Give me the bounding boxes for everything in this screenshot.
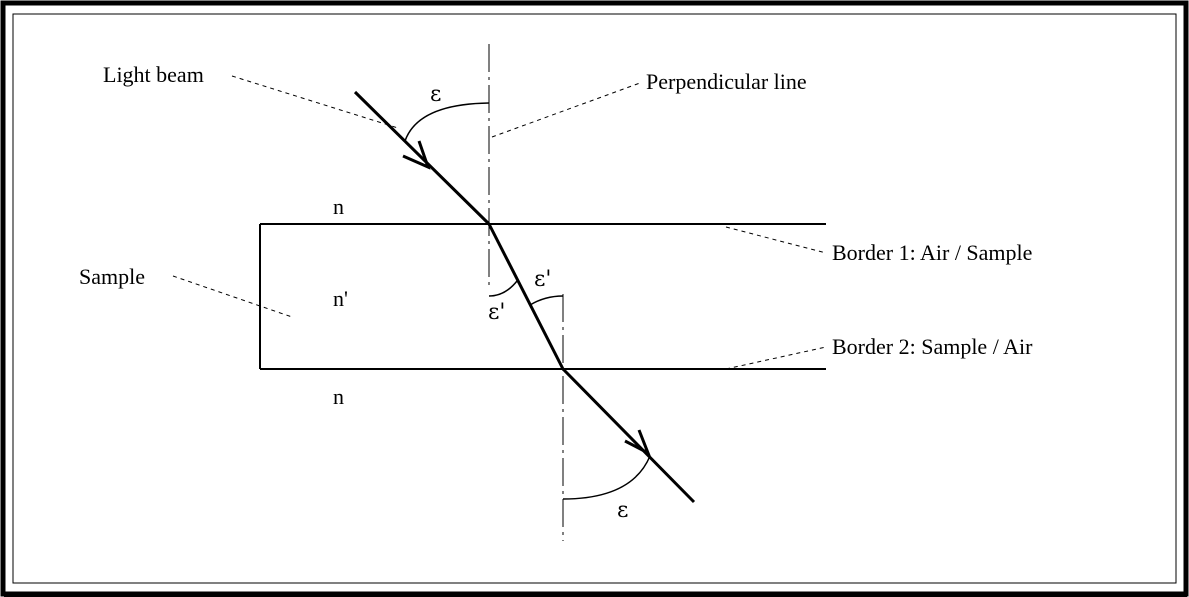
label-epsilon-prime-2: ε' xyxy=(534,267,551,292)
label-epsilon-prime-1: ε' xyxy=(488,300,505,325)
light-beam-refracted xyxy=(487,223,565,370)
leader-sample xyxy=(172,275,293,318)
leader-light-beam xyxy=(231,75,399,129)
angle-arc-epsilon-exit xyxy=(562,455,651,500)
light-beam-incident xyxy=(353,90,491,226)
leader-border-1 xyxy=(725,226,827,254)
angle-arc-epsilon-prime-2 xyxy=(529,295,564,306)
label-epsilon-incident: ε xyxy=(430,82,441,107)
inner-border xyxy=(12,13,1177,584)
label-light-beam: Light beam xyxy=(103,62,204,87)
label-n-top: n xyxy=(333,194,344,219)
leader-perpendicular-line xyxy=(491,82,641,138)
label-n-prime: n' xyxy=(333,286,348,311)
label-epsilon-exit: ε xyxy=(617,498,628,523)
light-beam-incident-arrow xyxy=(402,140,431,170)
light-beam-exit xyxy=(561,367,696,504)
angle-arc-epsilon-prime-1 xyxy=(488,280,518,297)
label-perpendicular-line: Perpendicular line xyxy=(646,69,807,94)
leader-border-2 xyxy=(725,346,827,370)
angle-arc-epsilon-incident xyxy=(404,102,490,142)
label-border-1: Border 1: Air / Sample xyxy=(832,240,1032,265)
label-n-bottom: n xyxy=(333,384,344,409)
label-sample: Sample xyxy=(79,264,145,289)
label-border-2: Border 2: Sample / Air xyxy=(832,334,1033,359)
light-beam-exit-arrow xyxy=(624,429,651,457)
